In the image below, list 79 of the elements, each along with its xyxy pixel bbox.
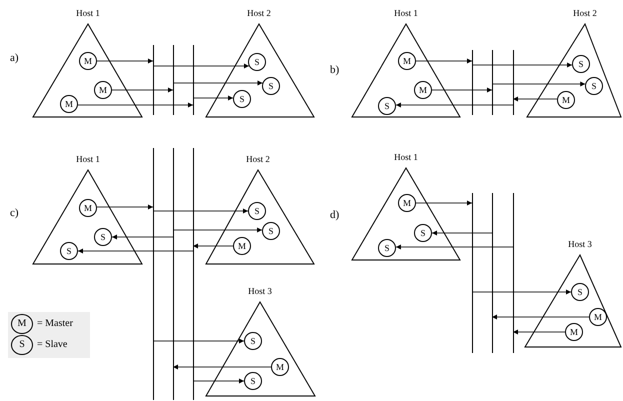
host-label: Host 2 [245,154,271,165]
node-circle: S [378,239,396,257]
arrow [152,338,244,344]
host-label: Host 1 [75,154,101,165]
legend-symbol: S [11,335,33,355]
arrow [96,58,154,64]
arrow [192,378,244,384]
arrow [192,244,234,248]
panel-label: a) [10,52,19,64]
panel-label: c) [10,207,19,219]
arrow [396,102,514,108]
arrow [492,314,590,320]
host-label: Host 1 [393,8,419,19]
legend-symbol: M [11,314,33,334]
node-circle: S [94,228,112,246]
host-label: Host 1 [393,152,419,163]
arrow [472,62,572,68]
bus-line [192,45,194,115]
bus-line [512,193,514,353]
arrow [416,200,472,206]
legend-text: = Slave [37,339,68,351]
bus-line [512,50,514,115]
arrow [96,204,154,210]
arrow [172,80,263,86]
arrow [512,330,566,334]
arrow [172,364,272,370]
node-circle: S [378,97,396,115]
arrow [472,290,572,294]
bus-line [172,148,174,400]
panel-label: d) [330,209,340,221]
node-circle: M [565,323,583,341]
arrow [432,230,492,236]
arrow [78,248,194,254]
node-circle: M [79,52,97,70]
bus-line [192,148,194,400]
arrow [492,82,586,86]
node-circle: S [262,77,280,95]
arrow [416,58,472,64]
host-label: Host 1 [75,8,101,19]
arrow [192,96,234,100]
host-label: Host 3 [567,239,593,250]
arrow [78,102,194,108]
arrow [112,88,174,92]
node-circle: M [398,52,416,70]
arrow [512,96,558,102]
node-circle: S [414,224,432,242]
node-circle: S [262,222,280,240]
node-circle: M [233,237,251,255]
node-circle: M [414,81,432,99]
node-circle: S [248,202,266,220]
arrow [396,244,514,250]
node-circle: S [233,90,251,108]
node-circle: M [79,199,97,217]
host-label: Host 2 [572,8,598,19]
node-circle: S [60,242,78,260]
node-circle: S [244,332,262,350]
panel-label: b) [330,64,340,76]
arrow [152,64,250,68]
node-circle: M [271,358,289,376]
node-circle: S [244,372,262,390]
node-circle: M [94,81,112,99]
bus-line [152,148,154,400]
arrow [112,234,174,240]
node-circle: S [248,53,266,71]
node-circle: M [398,194,416,212]
host-label: Host 2 [246,8,272,19]
arrow [172,228,262,232]
legend-text: = Master [37,318,73,330]
arrow [152,208,248,214]
arrow [432,88,492,92]
node-circle: M [60,95,78,113]
node-circle: S [571,283,589,301]
node-circle: S [572,55,590,73]
node-circle: M [589,308,607,326]
node-circle: M [557,91,575,109]
bus-line [172,45,174,115]
node-circle: S [585,77,603,95]
bus-line [152,45,154,115]
host-label: Host 3 [247,286,273,297]
